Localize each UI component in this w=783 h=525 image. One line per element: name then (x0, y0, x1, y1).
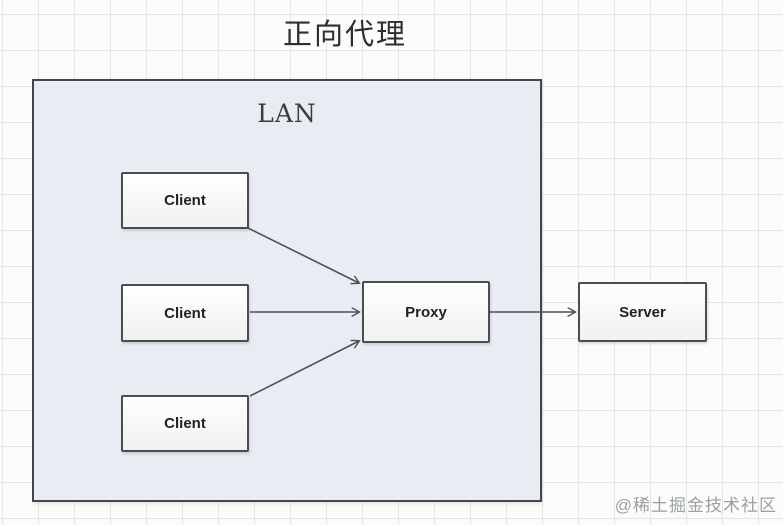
node-server: Server (578, 282, 707, 342)
node-client-3-label: Client (164, 415, 206, 432)
node-proxy-label: Proxy (405, 303, 447, 321)
watermark: @稀土掘金技术社区 (614, 496, 777, 515)
node-client-2: Client (121, 284, 249, 342)
node-server-label: Server (619, 303, 666, 321)
node-client-1: Client (121, 172, 249, 229)
lan-label: LAN (257, 99, 317, 128)
node-client-2-label: Client (164, 304, 206, 322)
node-client-3: Client (121, 395, 249, 452)
node-proxy: Proxy (362, 281, 490, 343)
diagram-title: 正向代理 (282, 17, 407, 51)
node-client-1-label: Client (164, 192, 206, 209)
